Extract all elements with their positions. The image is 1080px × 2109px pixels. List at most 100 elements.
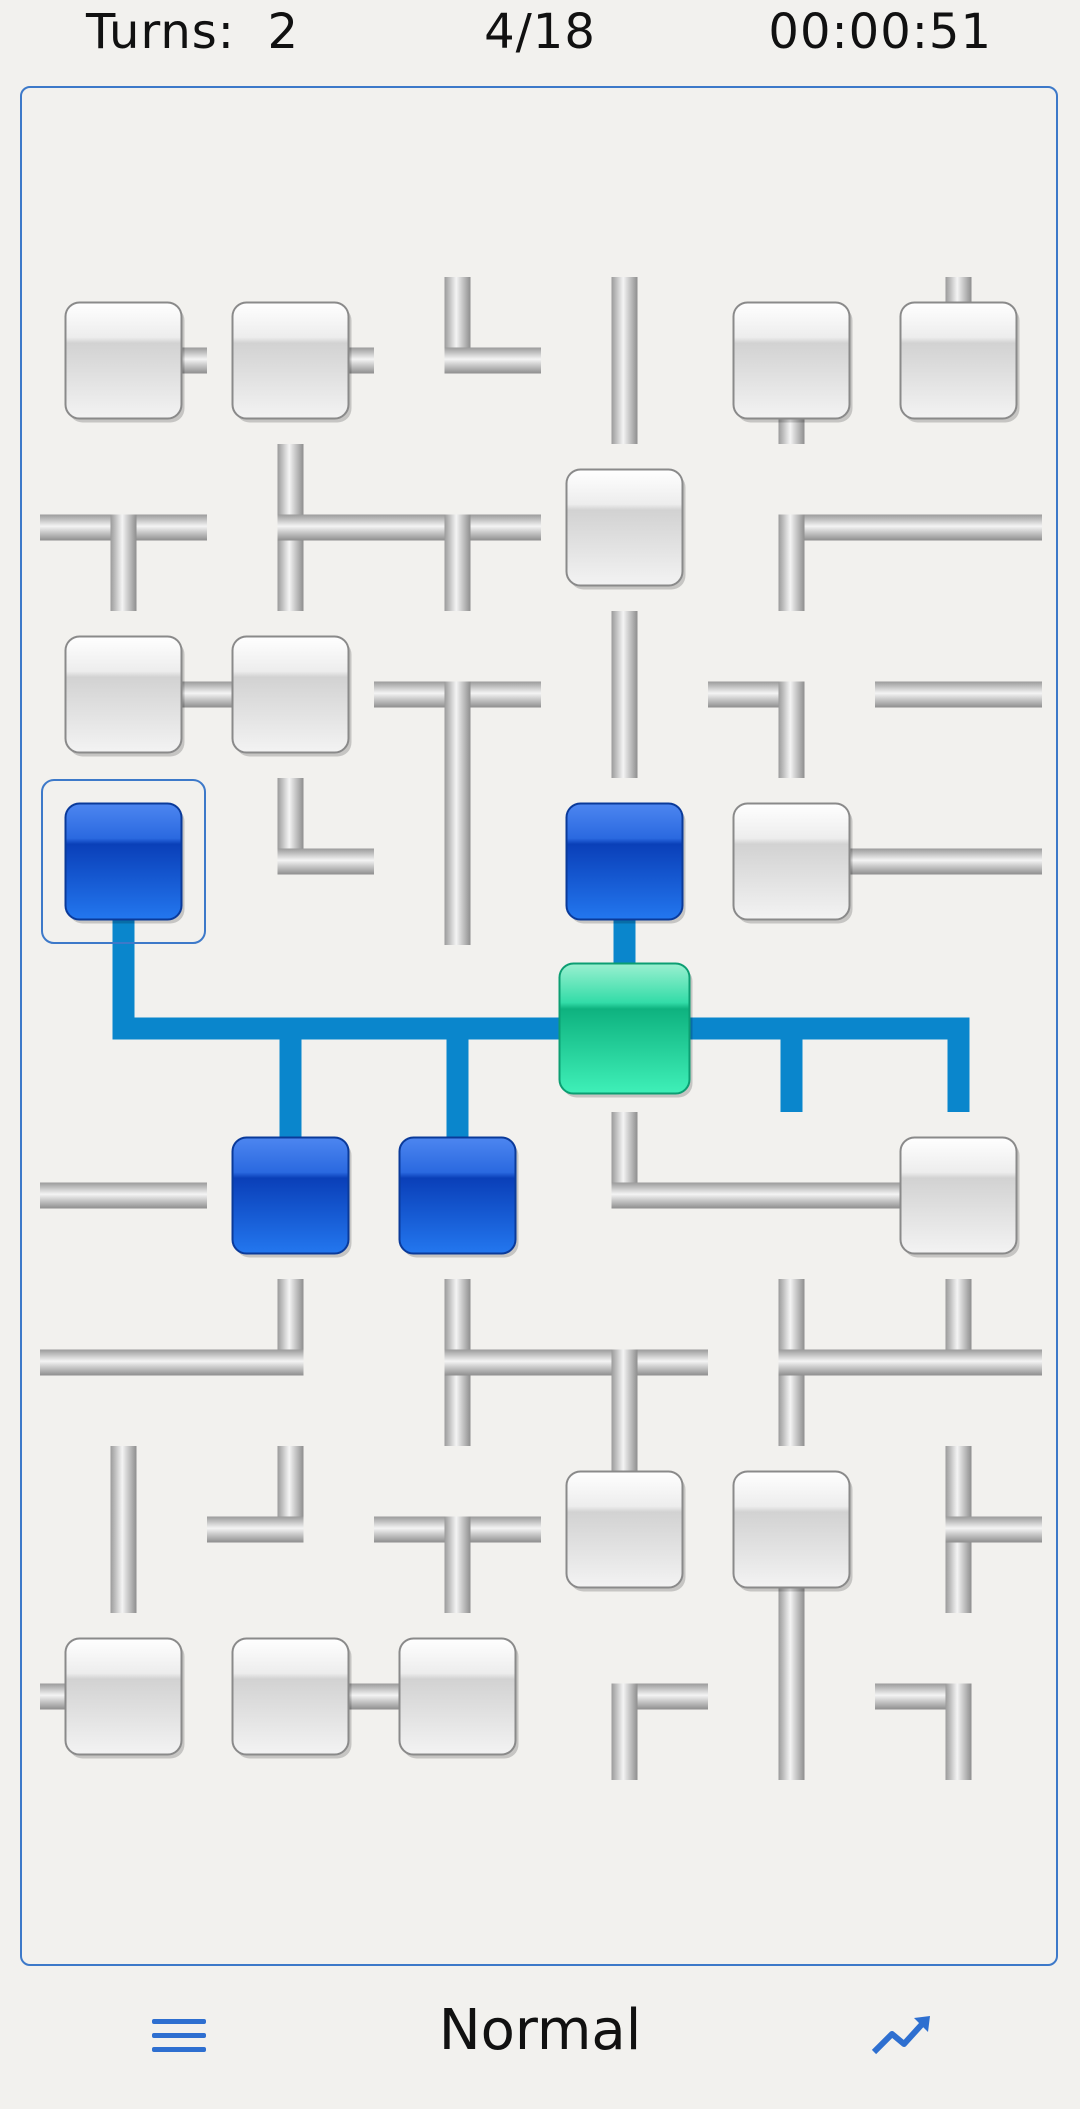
pipe-tile[interactable] (374, 1017, 541, 1113)
terminal-node[interactable] (732, 1470, 851, 1589)
pipe-segment (780, 1017, 803, 1112)
pipe-segment (444, 514, 471, 611)
pipe-segment (778, 514, 805, 611)
terminal-node[interactable] (899, 1136, 1018, 1255)
pipe-segment (277, 514, 374, 541)
pipe-tile[interactable] (875, 1017, 970, 1113)
pipe-tile[interactable] (708, 681, 805, 779)
pipe-tile[interactable] (611, 1112, 709, 1209)
pipe-segment (110, 1516, 137, 1613)
terminal-node[interactable] (64, 635, 183, 754)
turns-counter: Turns: 2 (86, 4, 299, 60)
terminal-node[interactable] (398, 1136, 517, 1255)
pipe-tile[interactable] (541, 1349, 708, 1447)
pipe-tile[interactable] (207, 1017, 374, 1113)
pipe-tile[interactable] (875, 1683, 972, 1781)
board-frame (20, 86, 1058, 1966)
pipe-tile[interactable] (708, 1182, 875, 1209)
pipe-segment (207, 1017, 302, 1040)
pipe-segment (780, 1017, 875, 1040)
pipe-tile[interactable] (444, 277, 542, 374)
pipe-segment (207, 1516, 304, 1543)
terminal-node[interactable] (899, 301, 1018, 420)
pipe-segment (40, 1182, 137, 1209)
terminal-node[interactable] (231, 635, 350, 754)
pipe-segment (112, 945, 135, 1040)
pipe-tile[interactable] (207, 1279, 304, 1376)
pipe-segment (945, 1516, 1042, 1543)
pipe-tile[interactable] (611, 1683, 709, 1781)
pipe-segment (444, 681, 471, 778)
pipe-segment (446, 1017, 469, 1112)
pipe-segment (875, 848, 972, 875)
selection-cursor (41, 779, 206, 944)
pipe-tile[interactable] (778, 514, 876, 612)
pipe-segment (875, 514, 972, 541)
pipe-segment (778, 1683, 805, 1780)
pipe-segment (446, 1017, 541, 1040)
pipe-segment (611, 1349, 638, 1446)
trending-up-icon[interactable] (870, 2008, 934, 2064)
pipe-tile[interactable] (374, 514, 541, 612)
pipe-tile[interactable] (778, 1279, 876, 1446)
pipe-segment (207, 1349, 304, 1376)
pipe-segment (611, 1182, 708, 1209)
hud-bar: Turns: 2 4/18 00:00:51 (0, 0, 1080, 72)
pipe-segment (875, 1017, 970, 1040)
pipe-segment (279, 1017, 302, 1112)
pipe-segment (444, 1349, 541, 1376)
terminal-node[interactable] (231, 1136, 350, 1255)
pipe-segment (611, 681, 638, 778)
pipe-tile[interactable] (611, 277, 638, 444)
pipe-tile[interactable] (875, 514, 1042, 541)
terminal-node[interactable] (565, 802, 684, 921)
terminal-node[interactable] (231, 1637, 350, 1756)
pipe-tile[interactable] (875, 681, 1042, 708)
pipe-tile[interactable] (277, 778, 375, 875)
pipe-tile[interactable] (945, 1446, 1043, 1613)
pipe-segment (875, 1349, 972, 1376)
pipe-segment (444, 848, 471, 945)
pipe-segment (444, 347, 541, 374)
pipe-tile[interactable] (277, 444, 375, 611)
pipe-tile[interactable] (110, 1446, 137, 1613)
pipe-tile[interactable] (112, 945, 208, 1040)
pipe-tile[interactable] (40, 514, 207, 612)
terminal-node[interactable] (64, 802, 183, 921)
pipe-tile[interactable] (444, 778, 471, 945)
terminal-node[interactable] (231, 301, 350, 420)
terminal-node[interactable] (64, 1637, 183, 1756)
pipe-segment (277, 848, 374, 875)
terminal-node[interactable] (565, 468, 684, 587)
pipe-segment (279, 1017, 374, 1040)
terminal-node[interactable] (732, 301, 851, 420)
pipe-tile[interactable] (207, 1446, 304, 1543)
pipe-tile[interactable] (875, 1279, 1042, 1376)
pipe-tile[interactable] (444, 1279, 542, 1446)
pipe-tile[interactable] (875, 848, 1042, 875)
pipe-tile[interactable] (374, 1516, 541, 1614)
pipe-segment (611, 347, 638, 444)
pipe-tile[interactable] (708, 1017, 875, 1113)
terminal-node[interactable] (732, 802, 851, 921)
pipe-tile[interactable] (611, 611, 638, 778)
pipe-segment (611, 1683, 638, 1780)
bottom-bar: Normal (0, 1990, 1080, 2090)
terminal-node[interactable] (565, 1470, 684, 1589)
hamburger-menu-icon[interactable] (152, 2012, 206, 2060)
server-node[interactable] (558, 962, 691, 1095)
pipe-segment (708, 1182, 805, 1209)
pipe-segment (778, 681, 805, 778)
difficulty-label[interactable]: Normal (438, 1998, 642, 2063)
pipe-tile[interactable] (374, 681, 541, 779)
terminal-node[interactable] (398, 1637, 517, 1756)
pipe-segment (374, 1017, 469, 1040)
pipe-segment (947, 1017, 970, 1112)
pipe-tile[interactable] (40, 1349, 207, 1376)
terminal-node[interactable] (64, 301, 183, 420)
pipe-tile[interactable] (778, 1613, 805, 1780)
pipe-tile[interactable] (40, 1182, 207, 1209)
timer: 00:00:51 (768, 4, 992, 60)
pipe-segment (945, 1683, 972, 1780)
